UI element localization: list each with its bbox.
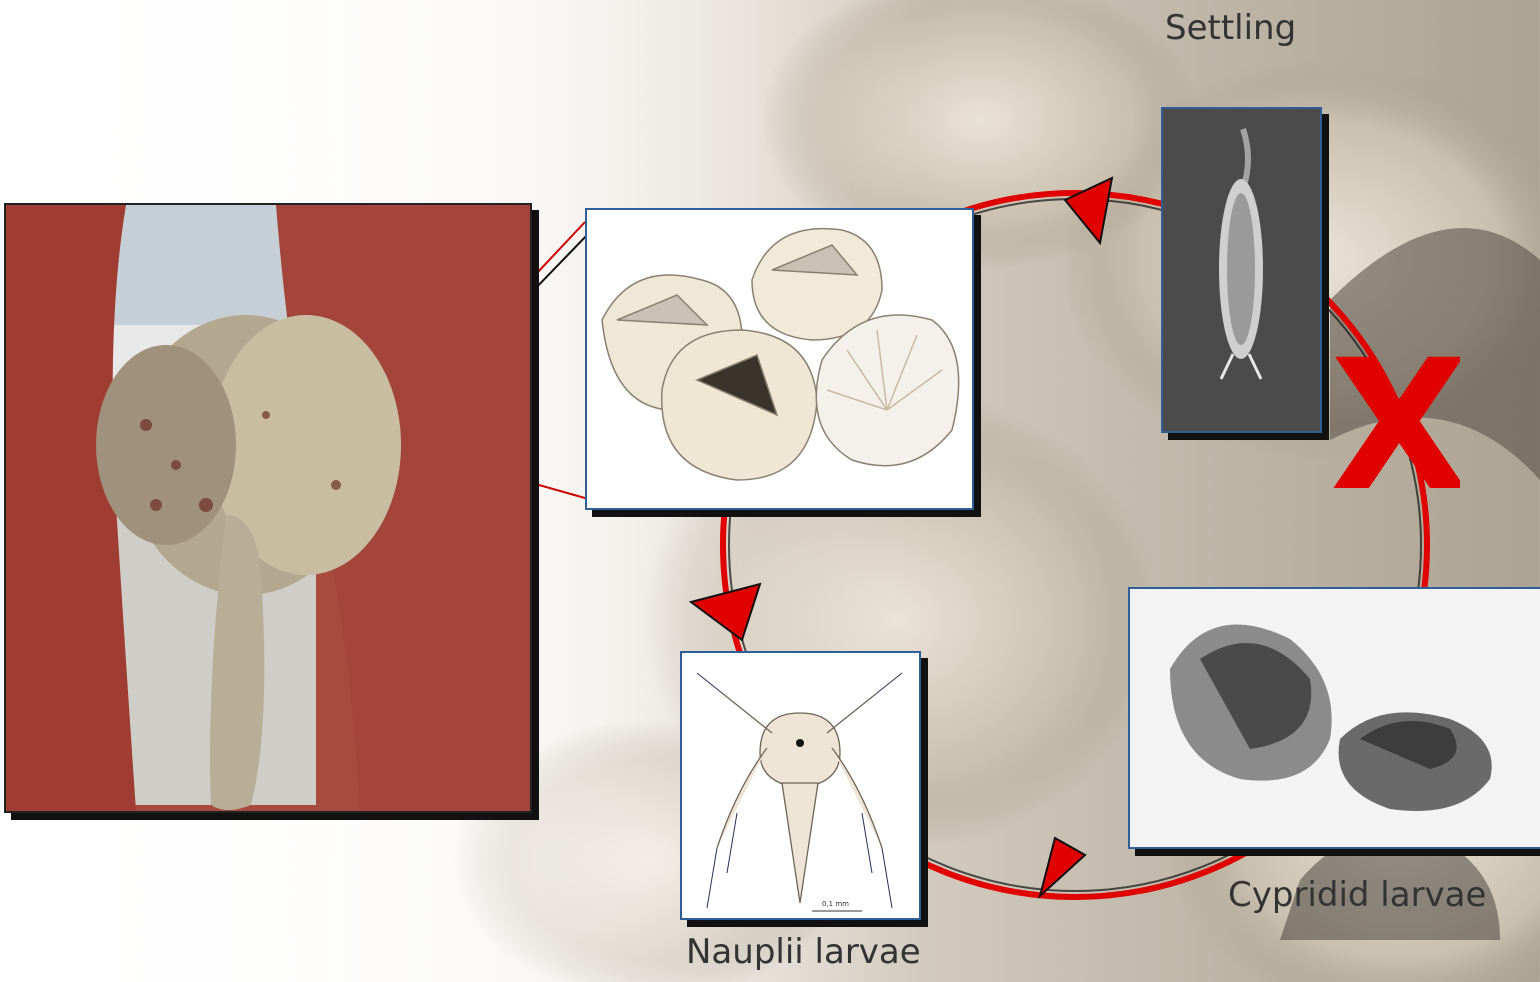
cyprid-larvae-photo [1128, 587, 1540, 849]
cycle-arrow-top [1065, 178, 1112, 243]
adult-barnacle-photo [4, 203, 532, 813]
cycle-arrow-left [691, 584, 760, 640]
scale-bar-label: 0,1 mm [822, 900, 849, 908]
settling-cyprid-photo [1161, 107, 1322, 433]
nauplii-larvae-label: Nauplii larvae [686, 932, 921, 972]
settling-label: Settling [1165, 8, 1296, 48]
nauplii-larva-drawing: 0,1 mm [680, 651, 921, 920]
svg-text:X: X [1330, 330, 1460, 500]
cross-mark-icon: X [1330, 330, 1460, 500]
cycle-arrow-bottom [1040, 838, 1085, 896]
adult-barnacles-drawing [585, 208, 974, 510]
cyprid-larvae-label: Cypridid larvae [1228, 875, 1486, 915]
